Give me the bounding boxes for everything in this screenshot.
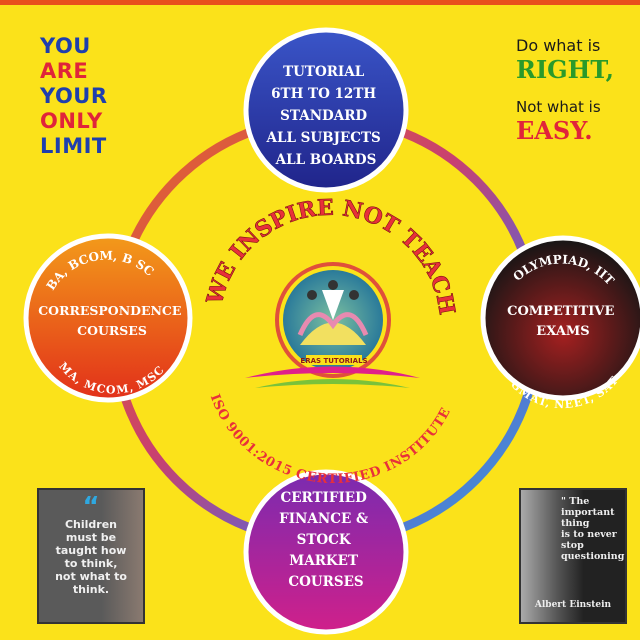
top-line-2: 6TH TO 12TH: [271, 86, 376, 102]
quote-text-line: Children: [64, 518, 118, 531]
logo-brand: ERAS TUTORIALS: [300, 357, 367, 365]
top-line-4: ALL SUBJECTS: [265, 130, 380, 146]
bottom-circle: CERTIFIED FINANCE & STOCK MARKET COURSES: [243, 469, 409, 635]
quote-line-3: Not what is: [516, 98, 601, 116]
svg-text:ISO 9001:2015 CERTIFIED INSTIT: ISO 9001:2015 CERTIFIED INSTITUTE: [207, 392, 454, 487]
motto: YOU ARE YOUR ONLY LIMIT: [40, 34, 108, 159]
left-circle: BA, BCOM, B SC CORRESPONDENCE COURSES MA…: [23, 233, 193, 403]
quote-text-line: " The: [561, 496, 590, 507]
quote-text-line: important: [561, 507, 615, 518]
motto-line-2: ARE: [40, 59, 89, 83]
quote-text-line: to think,: [64, 557, 118, 570]
quote-mark-icon: “: [82, 492, 100, 522]
right-line-1: COMPETITIVE: [507, 304, 614, 319]
institute-logo: ERAS TUTORIALS WE INSPIRE NOT TEACH ISO …: [201, 194, 460, 487]
top-line-5: ALL BOARDS: [275, 152, 377, 168]
quote-text-line: questioning.": [561, 551, 627, 562]
top-line-3: STANDARD: [280, 108, 367, 124]
logo-arc-bottom: ISO 9001:2015 CERTIFIED INSTITUTE: [207, 392, 454, 487]
quote-line-2: RIGHT,: [516, 55, 614, 84]
bottom-line-5: COURSES: [288, 574, 363, 590]
svg-text:COMPETITIVE EXAMS: COMPETITIVE EXAMS: [507, 304, 619, 339]
motto-line-3: YOUR: [40, 84, 108, 108]
quote-text-line: is to never: [561, 529, 617, 540]
quote-block: Do what is RIGHT, Not what is EASY.: [516, 36, 626, 145]
quote-line-1: Do what is: [516, 36, 601, 55]
svg-text:CORRESPONDENCE COURSES: CORRESPONDENCE COURSES: [38, 303, 186, 338]
left-line-1: CORRESPONDENCE: [38, 303, 181, 318]
motto-line-4: ONLY: [40, 109, 103, 133]
svg-text:TUTORIAL 6TH TO 12TH: TUTORIAL 6TH TO 12TH STANDARD ALL SUBJEC…: [265, 64, 385, 168]
svg-text:CERTIFIED FINANCE &: CERTIFIED FINANCE & STOCK MARKET COURSES: [279, 490, 373, 590]
bottom-line-3: STOCK: [297, 532, 352, 548]
left-line-2: COURSES: [77, 323, 147, 338]
quote-text-line: thing: [561, 518, 590, 529]
motto-line-1: YOU: [40, 34, 91, 58]
top-stripe: [0, 0, 640, 5]
bottom-line-2: FINANCE &: [279, 511, 368, 527]
quote-text-line: stop: [561, 540, 584, 551]
quote-text-line: must be: [65, 531, 117, 544]
quote-text-line: think.: [72, 583, 110, 596]
quote-author: Albert Einstein: [534, 600, 612, 610]
right-circle: OLYMPIAD, IIT COMPETITIVE EXAMS GMAT, NE…: [480, 235, 640, 411]
motto-line-5: LIMIT: [40, 134, 107, 158]
top-circle: TUTORIAL 6TH TO 12TH STANDARD ALL SUBJEC…: [243, 27, 409, 193]
right-line-2: EXAMS: [536, 324, 589, 339]
quote-text-line: taught how: [55, 544, 127, 557]
top-line-1: TUTORIAL: [283, 64, 365, 80]
quote-line-4: EASY.: [516, 116, 593, 145]
bottom-line-1: CERTIFIED: [281, 490, 368, 506]
bottom-line-4: MARKET: [289, 553, 358, 569]
quote-text-line: not what to: [55, 570, 127, 583]
